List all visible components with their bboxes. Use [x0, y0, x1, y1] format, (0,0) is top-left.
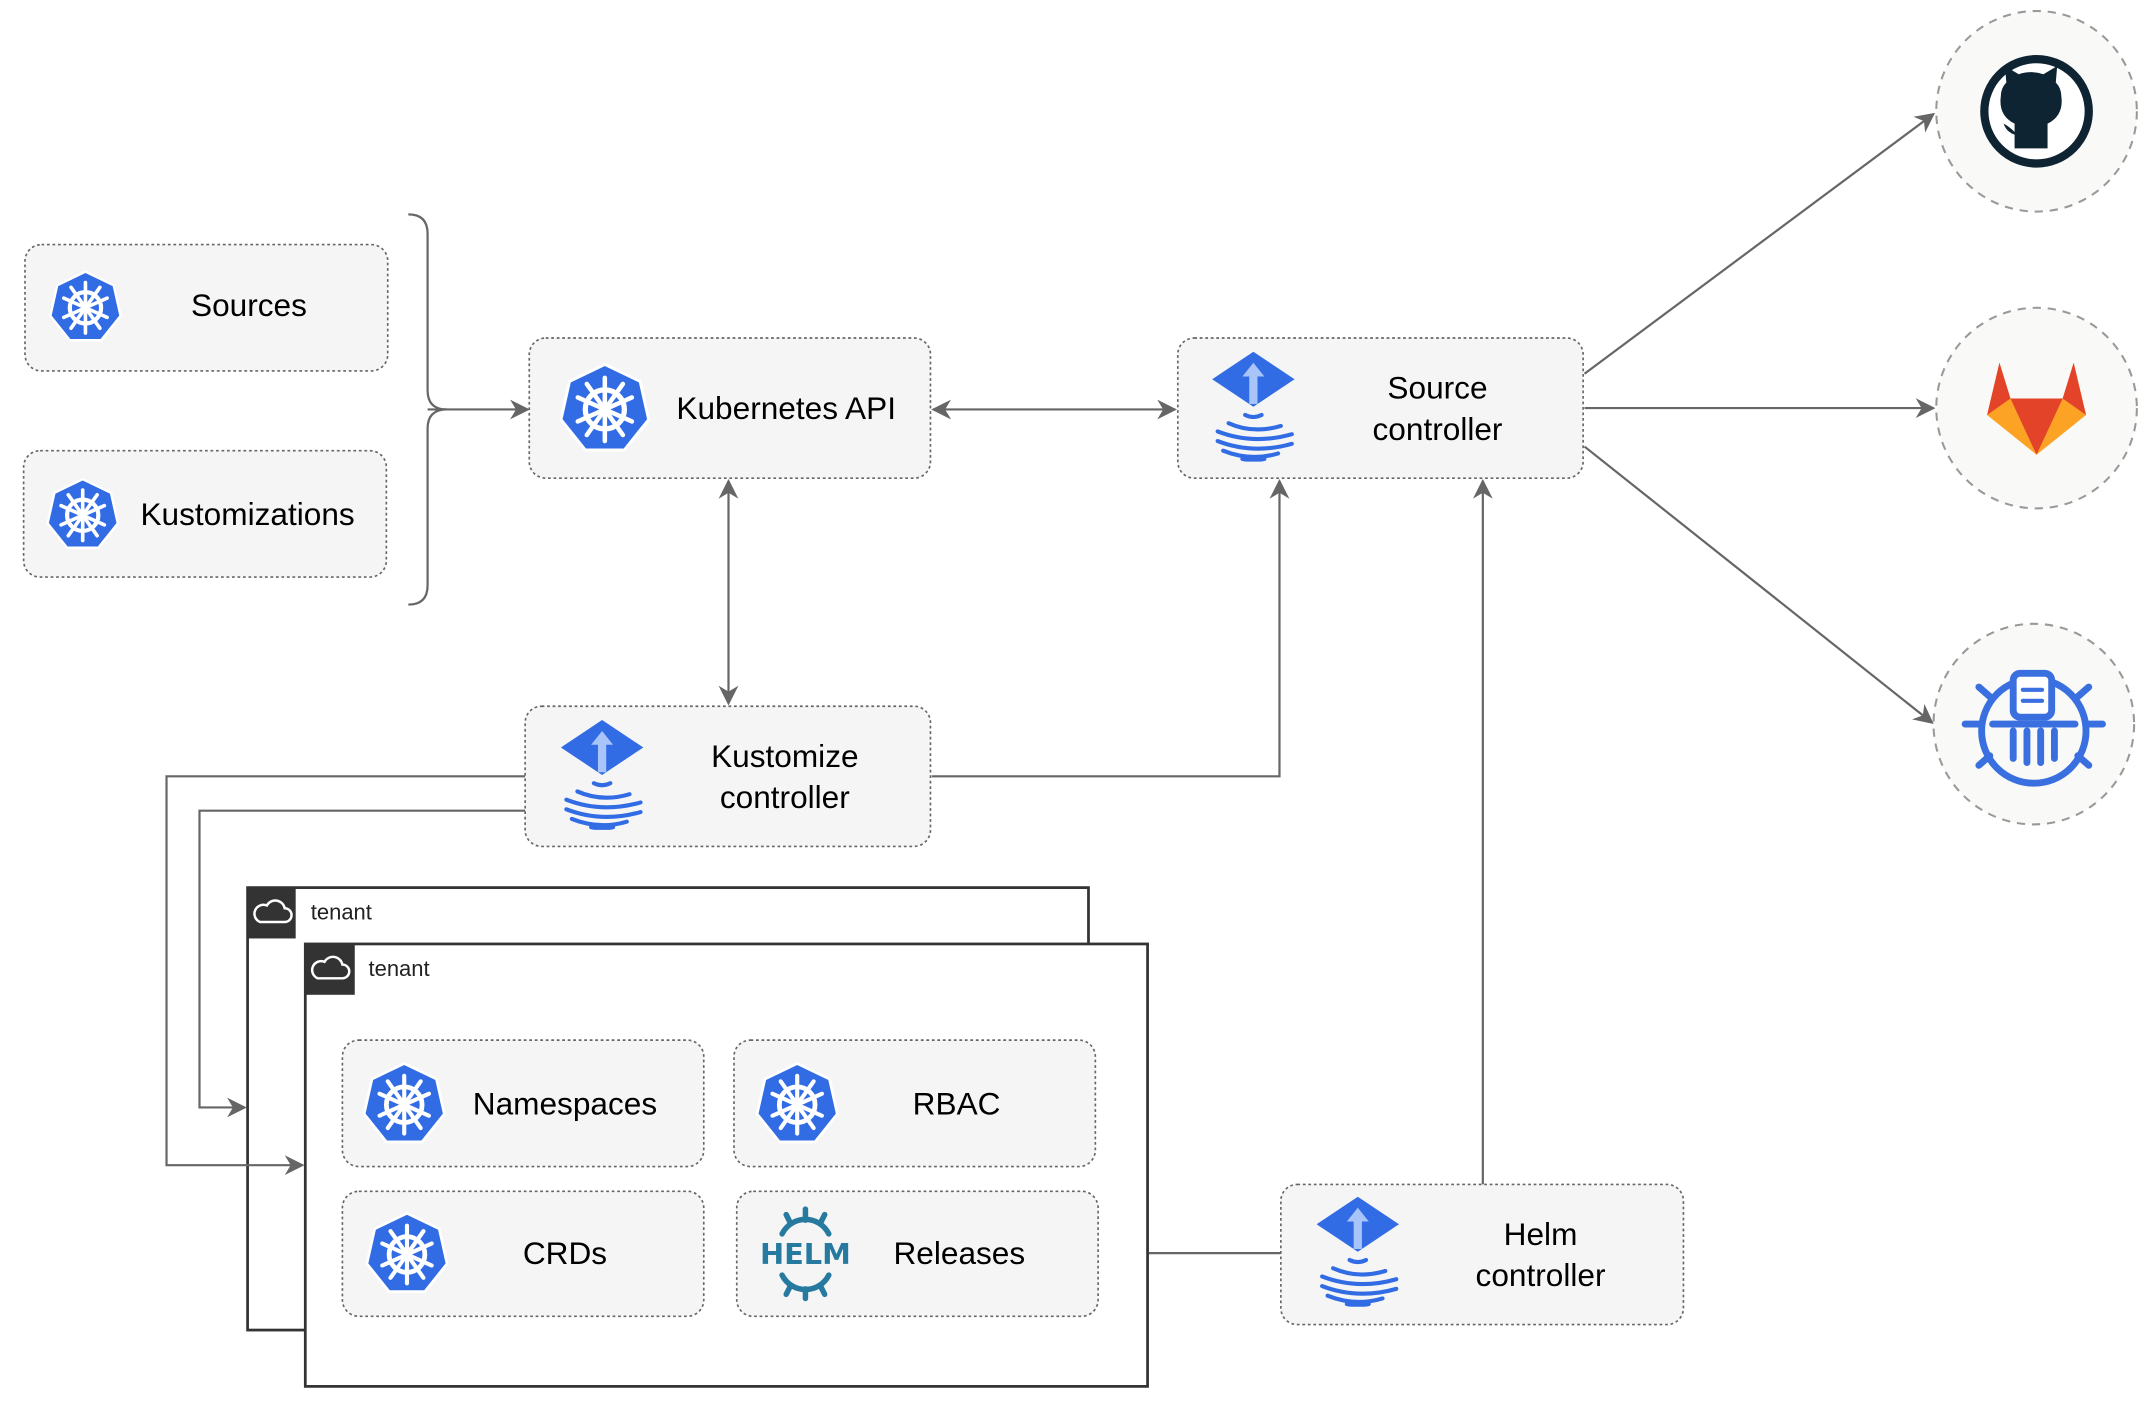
- node-kustomize-controller[interactable]: Kustomize controller: [524, 705, 932, 848]
- node-label: controller: [1373, 411, 1503, 447]
- node-sources[interactable]: Sources: [24, 243, 389, 372]
- node-kubernetes-api[interactable]: Kubernetes API: [528, 337, 932, 479]
- github-node[interactable]: [1935, 9, 2138, 213]
- node-kustomizations[interactable]: Kustomizations: [22, 449, 388, 578]
- node-helm-controller[interactable]: Helm controller: [1280, 1183, 1685, 1326]
- node-crds[interactable]: CRDs: [341, 1190, 705, 1318]
- node-source-controller[interactable]: Source controller: [1176, 337, 1584, 479]
- node-label: Kubernetes API: [676, 390, 896, 426]
- edge-source-to-github: [1583, 112, 1936, 375]
- helm-icon: HELM: [760, 1206, 851, 1302]
- node-label: Source: [1387, 370, 1487, 406]
- node-namespaces[interactable]: Namespaces: [341, 1039, 705, 1168]
- edge-kustomize-to-tenant-front: [165, 775, 526, 1176]
- edge-kustomize-to-tenant-back: [198, 809, 526, 1118]
- svg-text:HELM: HELM: [760, 1237, 851, 1271]
- edge-kustomize-to-source: [931, 478, 1290, 778]
- node-rbac[interactable]: RBAC: [733, 1039, 1097, 1168]
- bucket-node[interactable]: [1932, 622, 2136, 826]
- bucket-icon: [1961, 669, 2106, 787]
- node-label: controller: [720, 779, 850, 815]
- github-icon: [1980, 54, 2093, 168]
- node-label: Kustomize: [711, 738, 858, 774]
- brace: [408, 213, 447, 606]
- node-label: RBAC: [913, 1085, 1001, 1121]
- node-label: Kustomizations: [140, 496, 354, 532]
- node-label: Namespaces: [473, 1085, 657, 1121]
- node-label: Sources: [191, 287, 307, 323]
- tenant-label: tenant: [311, 900, 372, 925]
- node-label: Releases: [893, 1235, 1025, 1271]
- tenant-label: tenant: [369, 956, 430, 981]
- node-label: Helm: [1504, 1216, 1578, 1252]
- gitlab-node[interactable]: [1935, 306, 2138, 510]
- node-label: CRDs: [523, 1235, 607, 1271]
- node-releases[interactable]: HELM Releases: [735, 1190, 1099, 1318]
- gitlab-icon: [1987, 362, 2087, 455]
- node-label: controller: [1476, 1257, 1606, 1293]
- edge-source-to-bucket: [1583, 445, 1934, 724]
